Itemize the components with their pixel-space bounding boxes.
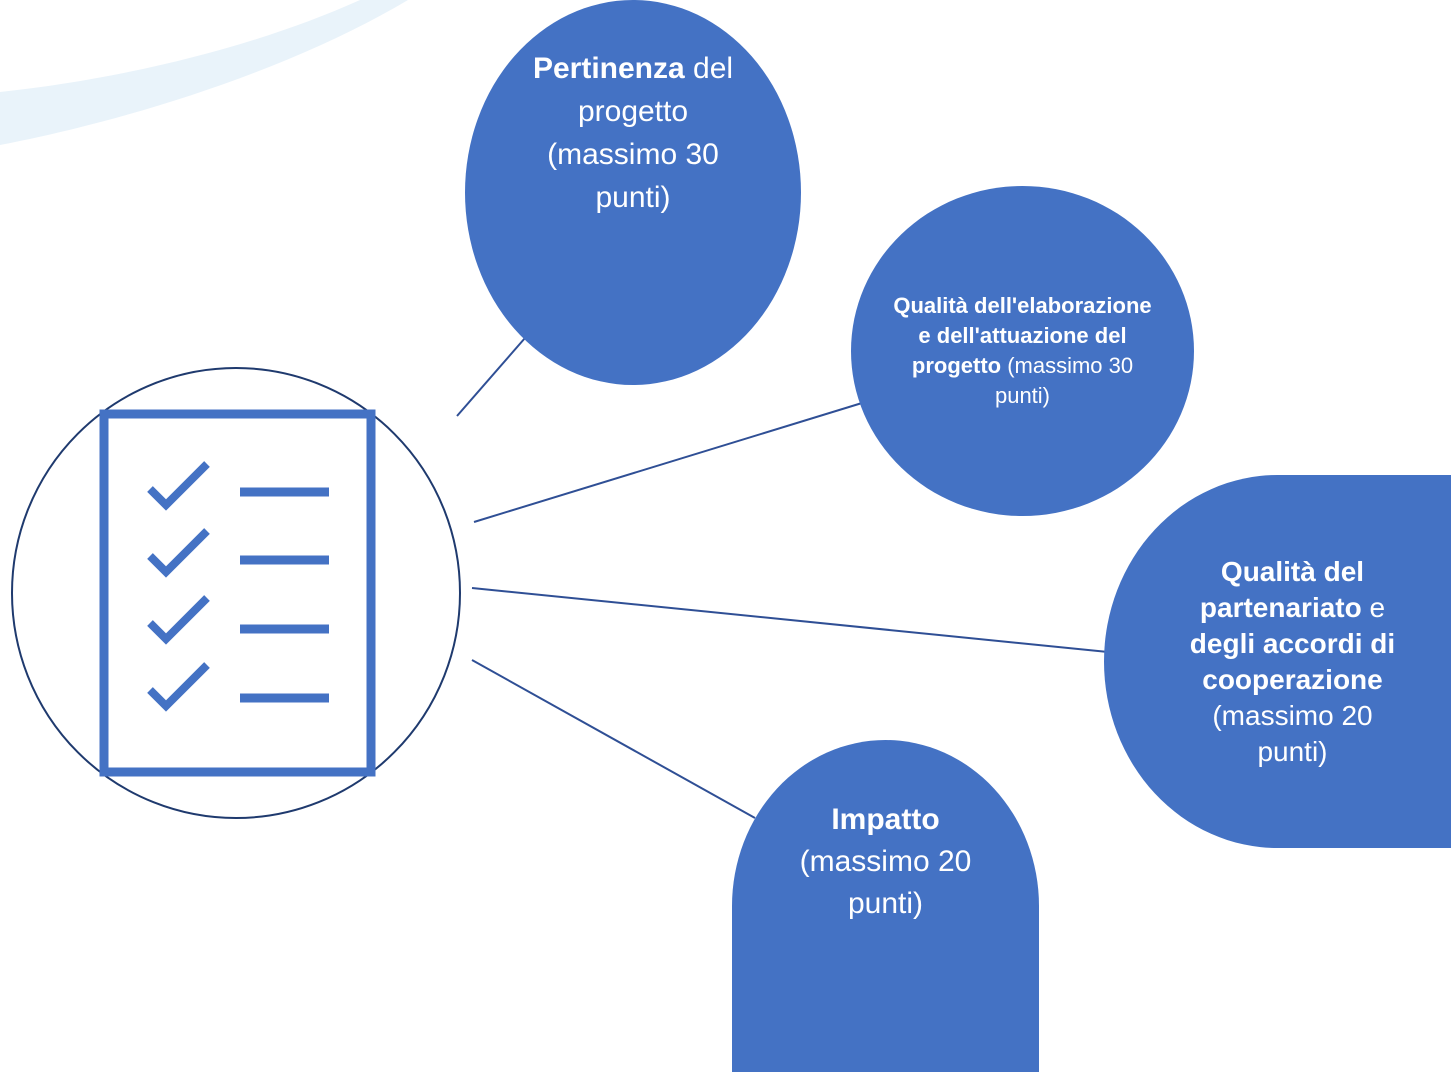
criterion-bubble-partenariato: Qualità del partenariato e degli accordi…	[1104, 475, 1451, 848]
check-mark-icon	[147, 461, 210, 511]
background-swoosh	[0, 0, 408, 145]
criterion-detail: (massimo 20 punti)	[1212, 699, 1373, 767]
criterion-name: Qualità del partenariato	[1199, 555, 1365, 623]
connector-line-qualita-elaborazione	[473, 402, 863, 523]
checklist-icon-circle	[11, 367, 461, 819]
criterion-text: Pertinenza del progetto (massimo 30 punt…	[513, 47, 753, 219]
check-mark-icon	[147, 528, 210, 578]
connector-line-pertinenza	[456, 337, 526, 417]
criterion-name: Qualità dell'elaborazione e dell'attuazi…	[893, 293, 1152, 378]
check-mark-icon	[147, 662, 210, 712]
criterion-text: Qualità dell'elaborazione e dell'attuazi…	[888, 291, 1158, 411]
checklist-icon-board	[99, 409, 376, 777]
criterion-text: Qualità del partenariato e degli accordi…	[1178, 554, 1408, 770]
criterion-bubble-impatto: Impatto (massimo 20 punti)	[732, 740, 1039, 1072]
criterion-detail: (massimo 30 punti)	[994, 353, 1134, 408]
criterion-bubble-qualita-elaborazione: Qualità dell'elaborazione e dell'attuazi…	[851, 186, 1194, 516]
criterion-detail: del progetto (massimo 30 punti)	[547, 51, 734, 214]
criterion-detail: (massimo 20 punti)	[799, 845, 972, 920]
criterion-text: Impatto (massimo 20 punti)	[766, 799, 1006, 925]
connector-line-partenariato	[471, 587, 1109, 653]
criterion-bubble-pertinenza: Pertinenza del progetto (massimo 30 punt…	[465, 0, 801, 385]
checklist-icon	[11, 367, 461, 819]
criterion-name: Impatto	[831, 803, 940, 836]
check-mark-icon	[147, 595, 210, 645]
criterion-name: Pertinenza	[532, 51, 685, 85]
criterion-connector-word: e	[1361, 591, 1386, 623]
connector-line-impatto	[471, 659, 756, 819]
criterion-name-secondary: degli accordi di cooperazione	[1189, 627, 1396, 695]
